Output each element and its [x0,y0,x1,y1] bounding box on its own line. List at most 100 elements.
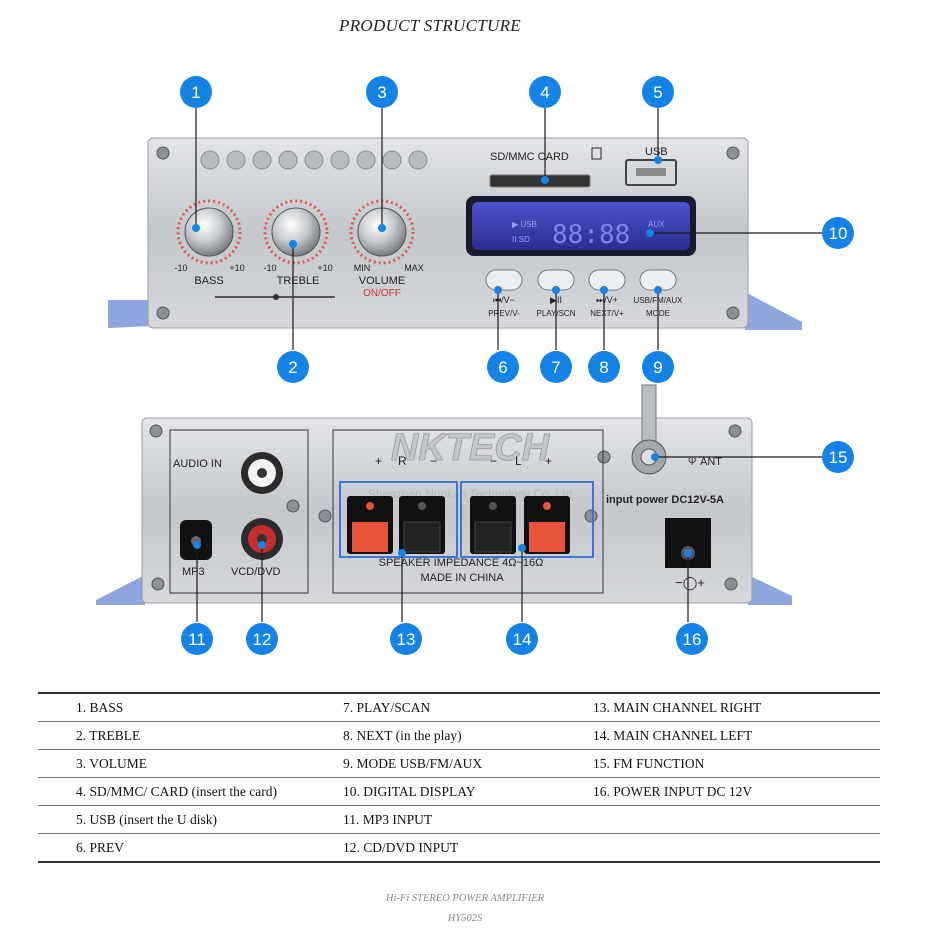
footer-product-type: Hi-Fi STEREO POWER AMPLIFIER [385,893,545,904]
legend-cell: 12. CD/DVD INPUT [343,839,459,855]
volume-label: VOLUME [359,275,405,287]
legend-cell: 5. USB (insert the U disk) [76,811,217,827]
callout-badges: 1 2 3 4 5 6 7 8 9 10 11 12 13 14 15 16 [180,76,854,655]
card-slot-label: SD/MMC CARD [490,151,569,163]
bass-knob[interactable]: -10 +10 BASS [174,199,245,287]
mp3-jack[interactable] [180,520,212,560]
speaker-impedance-label: SPEAKER IMPEDANCE 4Ω~16Ω [379,557,544,569]
svg-text:2: 2 [288,358,297,377]
right-negative-terminal[interactable] [399,496,445,554]
vcd-dvd-label: VCD/DVD [231,566,281,578]
audio-in-label: AUDIO IN [173,458,222,470]
legend-cell: 13. MAIN CHANNEL RIGHT [593,699,762,715]
treble-label: TREBLE [277,275,320,287]
brand-logo: NKTECH [391,427,551,469]
back-bracket-right [748,575,792,605]
svg-text:10: 10 [829,224,848,243]
front-screws [156,146,740,320]
display-aux-indicator: AUX [648,220,665,229]
left-terminal-frame [460,481,594,558]
left-channel-label: L [515,454,522,468]
usb-port-contacts [636,168,666,176]
svg-text:6: 6 [498,358,507,377]
amplifier-diagram: -10 +10 BASS -10 +10 TREBLE MIN MAX VOLU… [96,76,854,655]
back-panel: AUDIO IN MP3 VCD/DVD NKTECH Shenzhen Nuo… [96,384,792,605]
legend-cell: 1. BASS [76,699,124,715]
callout-5: 5 [642,76,674,108]
audio-input-panel [169,429,309,594]
ant-label: ANT [700,456,722,468]
legend-cell: 9. MODE USB/FM/AUX [343,755,483,771]
callout-7: 7 [540,351,572,383]
legend-cell: 10. DIGITAL DISPLAY [343,783,476,799]
legend-cell: 14. MAIN CHANNEL LEFT [593,727,753,743]
left-positive-terminal[interactable] [524,496,570,554]
back-faceplate [141,417,753,604]
callout-15: 15 [822,441,854,473]
svg-text:13: 13 [397,630,416,649]
callout-13: 13 [390,623,422,655]
treble-knob[interactable]: -10 +10 TREBLE [263,199,333,287]
bass-max-label: +10 [229,263,244,273]
left-plus-label: + [545,454,552,468]
callout-4: 4 [529,76,561,108]
right-positive-terminal[interactable] [347,496,393,554]
back-bracket-left [96,575,145,605]
display-sd-indicator: II SD [512,235,530,244]
svg-text:3: 3 [377,83,386,102]
rca-red-jack[interactable] [241,518,283,560]
legend-cell: 4. SD/MMC/ CARD (insert the card) [76,783,277,799]
next-button-top: ⏭/V+ [596,295,618,305]
svg-text:15: 15 [829,448,848,467]
right-terminal-frame [339,481,458,558]
svg-text:11: 11 [188,630,206,649]
made-in-label: MADE IN CHINA [420,572,504,584]
svg-text:14: 14 [513,630,532,649]
legend-table: 1. BASS 7. PLAY/SCAN 13. MAIN CHANNEL RI… [38,692,880,863]
legend-cell: 15. FM FUNCTION [593,755,705,771]
legend-row: 5. USB (insert the U disk) 11. MP3 INPUT [38,805,880,833]
front-panel: -10 +10 BASS -10 +10 TREBLE MIN MAX VOLU… [108,137,802,330]
sd-card-slot[interactable] [489,174,591,188]
antenna-icon: Ψ [688,457,696,468]
next-button-label: NEXT/V+ [590,309,624,318]
callout-16: 16 [676,623,708,655]
right-plus-label: + [375,454,382,468]
power-input-label: input power DC12V-5A [606,494,724,506]
bass-label: BASS [194,275,223,287]
left-negative-terminal[interactable] [470,496,516,554]
callout-lines [195,108,822,622]
mp3-label: MP3 [182,566,205,578]
callout-8: 8 [588,351,620,383]
power-led [273,294,279,300]
prev-button[interactable]: ⏮/V− PREV/V- [485,269,523,318]
callout-3: 3 [366,76,398,108]
led-strip [200,150,428,170]
legend-cell: 2. TREBLE [76,727,141,743]
footer-model: HY502S [447,913,483,924]
rca-white-jack[interactable] [241,452,283,494]
svg-text:8: 8 [599,358,608,377]
callout-9: 9 [642,351,674,383]
digital-display: ▶ USB II SD 88:88 AUX [466,196,696,256]
legend-cell: 6. PREV [76,839,125,855]
legend-cell: 8. NEXT (in the play) [343,727,462,743]
sd-card-icon [591,147,602,160]
svg-text:16: 16 [683,630,702,649]
legend-row: 2. TREBLE 8. NEXT (in the play) 14. MAIN… [38,721,880,749]
fm-antenna[interactable] [631,384,667,475]
page-title: PRODUCT STRUCTURE [339,16,521,35]
treble-max-label: +10 [317,263,332,273]
callout-6: 6 [487,351,519,383]
legend-row: 3. VOLUME 9. MODE USB/FM/AUX 15. FM FUNC… [38,749,880,777]
display-usb-indicator: ▶ USB [512,220,537,229]
front-bracket-right [745,292,802,330]
legend-cell: 7. PLAY/SCAN [343,699,431,715]
treble-min-label: -10 [263,263,276,273]
right-channel-label: R [398,454,407,468]
volume-min-label: MIN [354,263,371,273]
usb-port-label: USB [645,146,668,158]
polarity-symbol: −◯+ [675,575,705,591]
callout-11: 11 [181,623,213,655]
speaker-output-panel [332,429,604,594]
